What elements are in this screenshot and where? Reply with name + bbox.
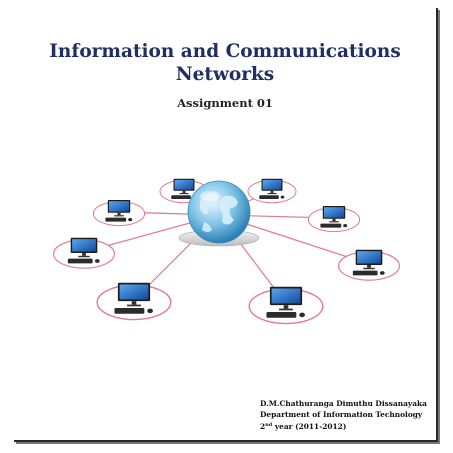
computer-monitor-icon: [107, 200, 131, 217]
computer-node: [307, 206, 361, 233]
computer-nodes: [53, 178, 400, 325]
computer-monitor-icon: [269, 286, 303, 311]
mouse-icon: [147, 308, 153, 314]
computer-monitor-icon: [173, 178, 195, 195]
mouse-icon: [343, 224, 348, 228]
keyboard-icon: [320, 223, 342, 228]
academic-year: 2nd year (2011-2012): [260, 420, 427, 432]
computer-node: [53, 237, 115, 269]
mouse-icon: [128, 218, 133, 222]
keyboard-icon: [266, 312, 297, 318]
computer-node: [92, 200, 146, 227]
keyboard-icon: [259, 195, 279, 199]
computer-monitor-icon: [70, 237, 98, 258]
author-name: D.M.Chathuranga Dimuthu Dissanayaka: [260, 399, 427, 408]
department-name: Department of Information Technology: [260, 410, 423, 419]
computer-monitor-icon: [322, 206, 346, 223]
title-line-1: Information and Communications: [49, 41, 401, 62]
mouse-icon: [94, 259, 100, 263]
computer-monitor-icon: [261, 178, 283, 195]
computer-monitor-icon: [355, 249, 383, 270]
network-illustration: [53, 178, 400, 325]
year-text: year (2011-2012): [272, 422, 347, 431]
year-suffix: nd: [265, 422, 273, 428]
mouse-icon: [280, 195, 285, 199]
author-block: D.M.Chathuranga Dimuthu Dissanayaka Depa…: [260, 398, 427, 432]
mouse-icon: [379, 271, 385, 275]
document-title: Information and Communications Networks: [14, 40, 436, 86]
computer-node: [338, 249, 400, 281]
title-line-2: Networks: [175, 64, 275, 85]
globe-hub: [178, 180, 260, 247]
computer-node: [248, 286, 324, 325]
keyboard-icon: [352, 270, 378, 276]
year-number: 2: [260, 422, 266, 431]
assignment-subtitle: Assignment 01: [177, 96, 273, 110]
keyboard-icon: [171, 195, 191, 199]
document-page: Information and Communications Networks …: [14, 8, 438, 442]
mouse-icon: [299, 312, 305, 318]
keyboard-icon: [105, 217, 127, 222]
keyboard-icon: [114, 308, 145, 314]
computer-node: [96, 282, 172, 321]
computer-monitor-icon: [117, 282, 151, 307]
keyboard-icon: [67, 258, 93, 264]
computer-node: [247, 178, 297, 204]
